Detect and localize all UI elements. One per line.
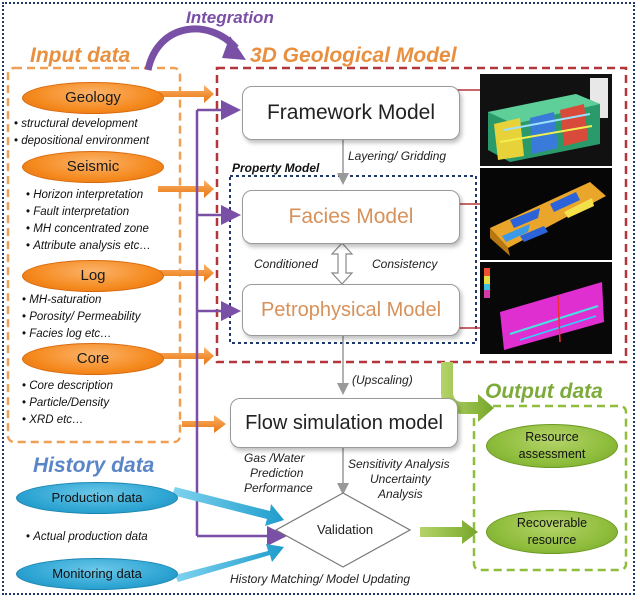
purple-feedback xyxy=(195,100,287,546)
consistency-label: Consistency xyxy=(372,257,438,271)
petrophysical-model-box: Petrophysical Model xyxy=(242,284,460,336)
geo-model-title: 3D Geological Model xyxy=(250,44,457,67)
facies-render-image xyxy=(480,168,612,260)
integration-title: Integration xyxy=(186,8,274,27)
flow-simulation-box: Flow simulation model xyxy=(230,398,458,448)
framework-render-graphic xyxy=(480,74,612,166)
property-model-frame xyxy=(229,175,477,344)
conditioned-label: Conditioned xyxy=(254,257,319,271)
facies-model-box: Facies Model xyxy=(242,190,460,244)
output-data-frame xyxy=(472,404,628,572)
output-data-title: Output data xyxy=(485,380,603,403)
uncertainty-label: Uncertainty xyxy=(370,472,431,486)
log-bullets: MH-saturation Porosity/ Permeability Fac… xyxy=(22,292,140,343)
sensitivity-label: Sensitivity Analysis xyxy=(348,457,450,471)
production-data-oval: Production data xyxy=(16,482,178,514)
monitoring-arrow xyxy=(175,544,284,582)
history-matching-label: History Matching/ Model Updating xyxy=(230,572,411,586)
gas-water-label: Gas /Water xyxy=(244,451,305,465)
analysis-label: Analysis xyxy=(378,487,423,501)
geology-bullets: structural development depositional envi… xyxy=(14,116,149,150)
consistency-double-arrow xyxy=(330,242,354,285)
input-data-title: Input data xyxy=(30,44,131,67)
facies-model-label: Facies Model xyxy=(288,205,414,228)
seismic-oval: Seismic xyxy=(22,151,164,183)
flow-simulation-label: Flow simulation model xyxy=(245,412,443,434)
monitoring-data-oval: Monitoring data xyxy=(16,558,178,590)
log-oval: Log xyxy=(22,260,164,292)
validation-diamond xyxy=(274,492,412,568)
integration-arrow xyxy=(144,25,239,71)
petrophysical-model-label: Petrophysical Model xyxy=(260,299,442,321)
core-bullets: Core description Particle/Density XRD et… xyxy=(22,378,113,429)
history-data-title: History data xyxy=(33,454,155,477)
upscaling-label: (Upscaling) xyxy=(352,373,413,387)
layering-label: Layering/ Gridding xyxy=(348,149,447,163)
facies-render-graphic xyxy=(480,168,612,260)
orange-arrows xyxy=(158,85,226,433)
seismic-bullets: Horizon interpretation Fault interpretat… xyxy=(26,187,151,255)
framework-model-box: Framework Model xyxy=(242,86,460,140)
validation-label: Validation xyxy=(317,522,374,537)
core-oval: Core xyxy=(22,343,164,375)
framework-render-image xyxy=(480,74,612,166)
petrophysical-render-graphic xyxy=(480,262,612,354)
outer-border xyxy=(2,2,635,595)
property-model-title: Property Model xyxy=(232,161,320,175)
geology-oval: Geology xyxy=(22,82,164,114)
prediction-label: Prediction xyxy=(250,466,304,480)
petrophysical-render-image xyxy=(480,262,612,354)
performance-label: Performance xyxy=(244,481,313,495)
production-arrow xyxy=(172,487,284,526)
framework-model-label: Framework Model xyxy=(266,101,436,124)
input-data-frame xyxy=(6,66,182,444)
actual-production-bullet: Actual production data xyxy=(26,529,147,546)
